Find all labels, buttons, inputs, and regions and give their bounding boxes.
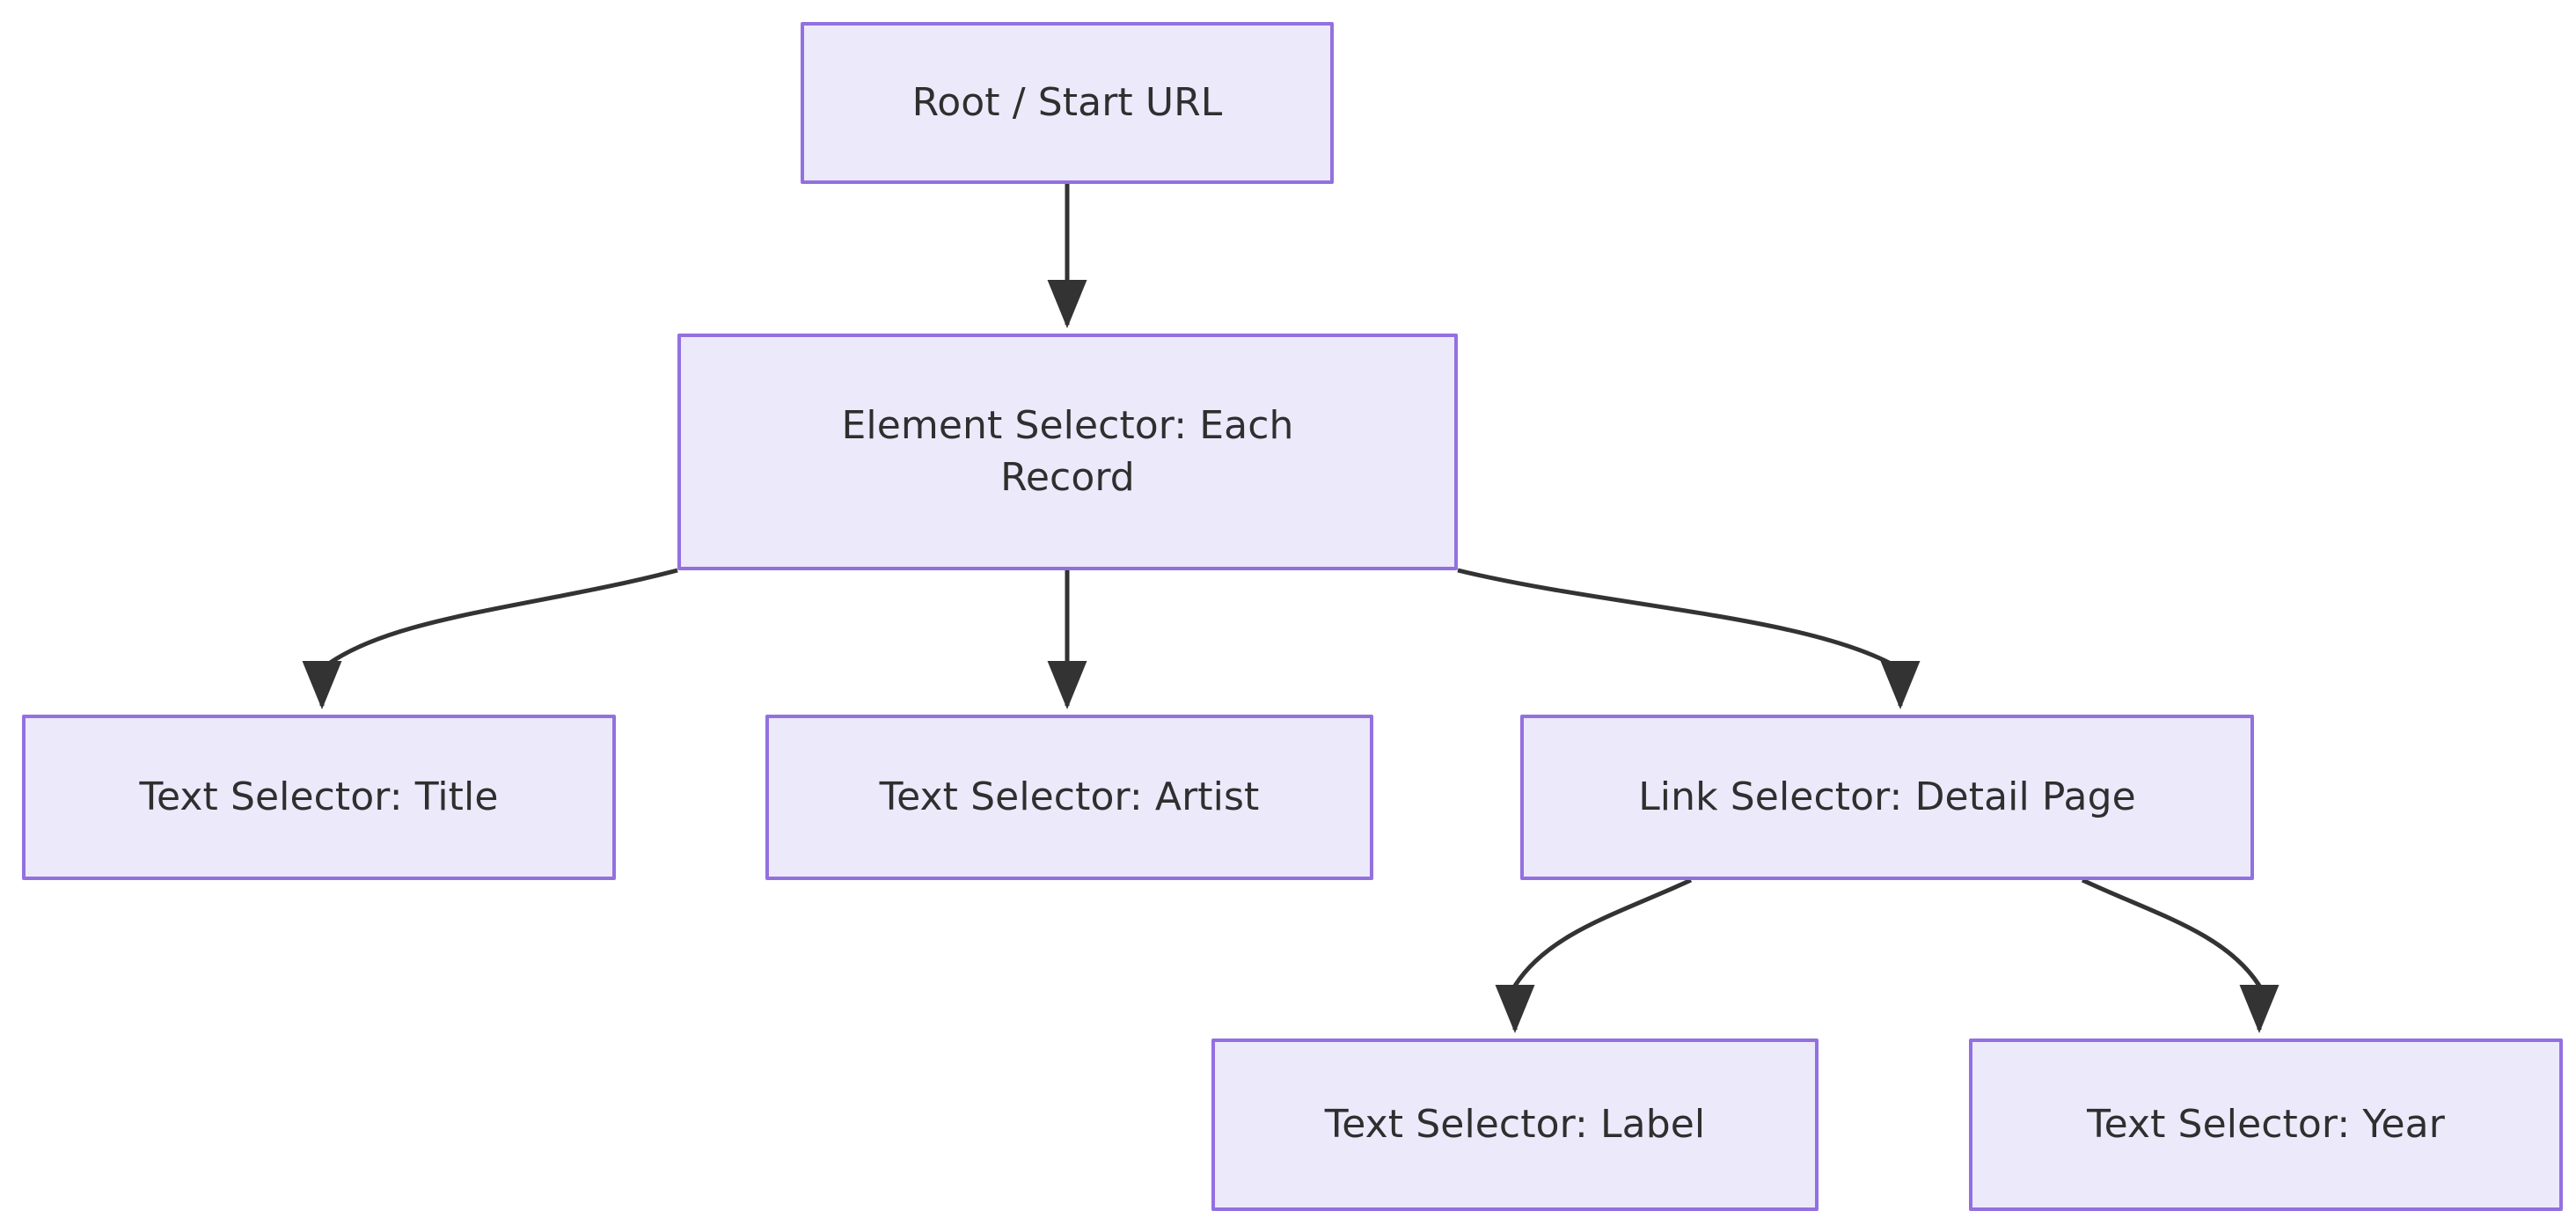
node-year-label: Text Selector: Year [2087, 1101, 2445, 1147]
node-link-selector-detail-page[interactable]: Link Selector: Detail Page [1520, 715, 2254, 880]
node-label-label: Text Selector: Label [1324, 1101, 1706, 1147]
node-link-label: Link Selector: Detail Page [1638, 774, 2136, 819]
edge-link-to-year [2081, 877, 2280, 1034]
node-title-label: Text Selector: Title [139, 774, 499, 819]
edge-element-to-title [302, 568, 678, 710]
node-root-label: Root / Start URL [911, 79, 1223, 125]
node-text-selector-artist[interactable]: Text Selector: Artist [765, 715, 1373, 880]
node-element-selector-each-record[interactable]: Element Selector: Each Record [677, 334, 1458, 570]
node-text-selector-label[interactable]: Text Selector: Label [1211, 1039, 1819, 1211]
edge-link-to-label [1495, 877, 1693, 1034]
node-root-start-url[interactable]: Root / Start URL [801, 22, 1334, 184]
node-text-selector-title[interactable]: Text Selector: Title [22, 715, 616, 880]
node-text-selector-year[interactable]: Text Selector: Year [1969, 1039, 2563, 1211]
node-element-label: Element Selector: Each Record [841, 403, 1294, 500]
node-artist-label: Text Selector: Artist [879, 774, 1260, 819]
edge-element-to-link [1457, 568, 1921, 710]
